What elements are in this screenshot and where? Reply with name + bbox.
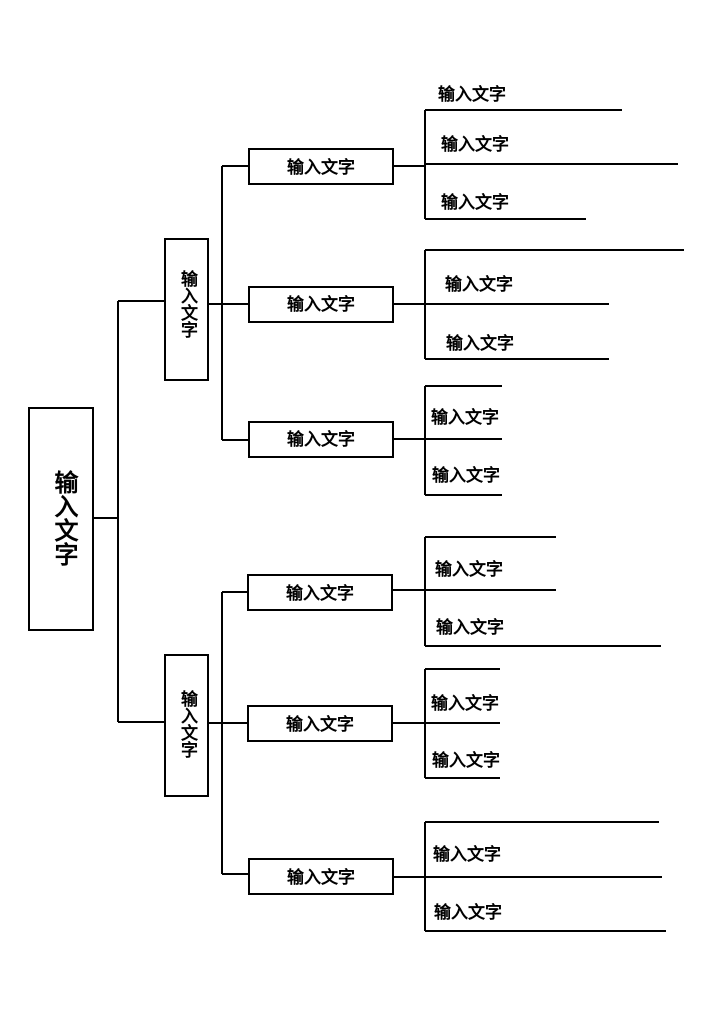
leaf-label: 输入文字	[438, 84, 506, 105]
topic-node-label: 输入文字	[287, 157, 355, 178]
topic-node-2-2: 输入文字	[247, 705, 393, 742]
topic-node-1-2: 输入文字	[248, 286, 394, 323]
branch-node-1: 输入文字	[164, 238, 209, 381]
branch-node-2: 输入文字	[164, 654, 209, 797]
leaf-label: 输入文字	[445, 274, 513, 295]
topic-node-label: 输入文字	[287, 867, 355, 888]
topic-node-label: 输入文字	[286, 583, 354, 604]
leaf-label: 输入文字	[441, 192, 509, 213]
leaf-label: 输入文字	[446, 333, 514, 354]
topic-node-2-1: 输入文字	[247, 574, 393, 611]
leaf-labels: 输入文字 输入文字 输入文字 输入文字 输入文字 输入文字 输入文字 输入文字 …	[431, 84, 514, 923]
leaf-label: 输入文字	[432, 465, 500, 486]
leaf-label: 输入文字	[435, 559, 503, 580]
branch-node-label: 输入文字	[177, 689, 198, 759]
topic-node-label: 输入文字	[287, 294, 355, 315]
topic-node-2-3: 输入文字	[248, 858, 394, 895]
leaf-label: 输入文字	[432, 750, 500, 771]
leaf-label: 输入文字	[434, 902, 502, 923]
leaf-label: 输入文字	[431, 407, 499, 428]
topic-node-1-3: 输入文字	[248, 421, 394, 458]
leaf-label: 输入文字	[441, 134, 509, 155]
connector-lines	[93, 109, 684, 932]
topic-node-label: 输入文字	[287, 429, 355, 450]
branch-node-label: 输入文字	[177, 269, 198, 339]
topic-node-1-1: 输入文字	[248, 148, 394, 185]
root-node-label: 输入文字	[50, 469, 78, 567]
root-node: 输入文字	[28, 407, 94, 631]
topic-node-label: 输入文字	[286, 714, 354, 735]
leaf-label: 输入文字	[433, 844, 501, 865]
leaf-label: 输入文字	[431, 693, 499, 714]
leaf-label: 输入文字	[436, 617, 504, 638]
